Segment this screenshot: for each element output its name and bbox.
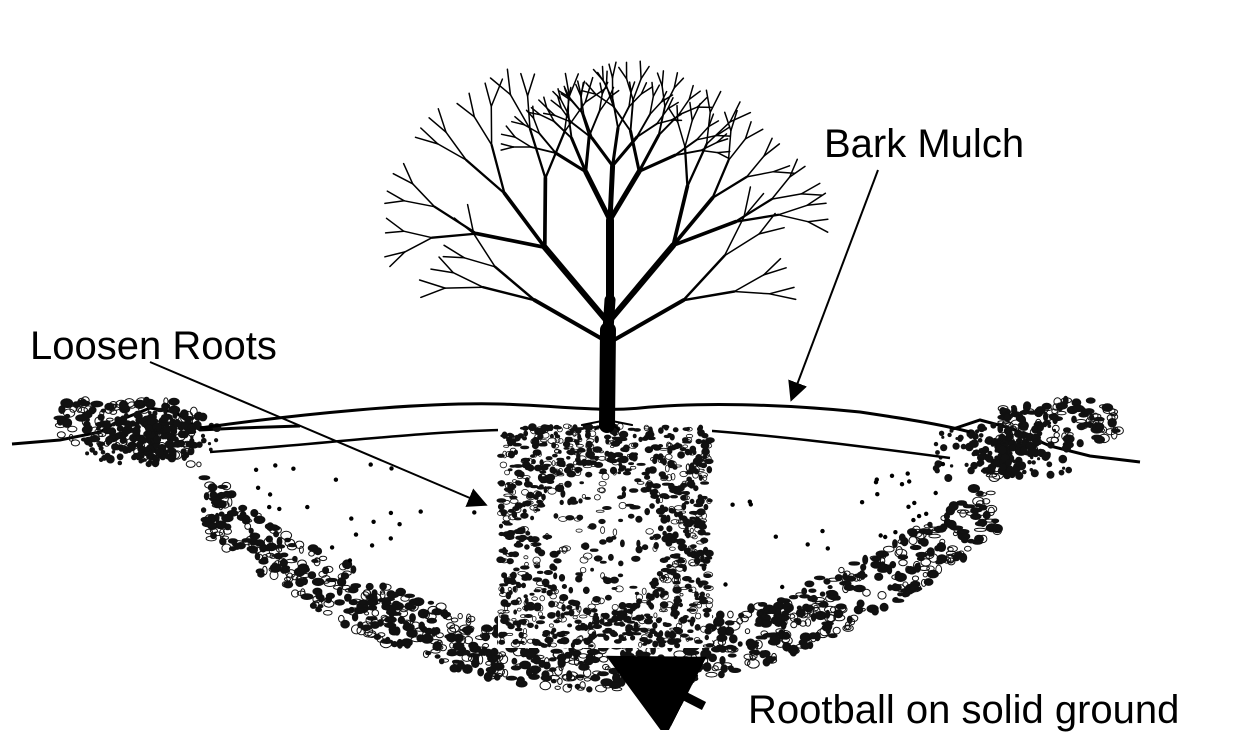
tree [385,61,828,429]
bark-mulch-label: Bark Mulch [824,124,1024,164]
loosen-roots-label: Loosen Roots [30,326,277,366]
bark-mulch-arrow [792,170,878,398]
rootball-label: Rootball on solid ground [748,690,1179,730]
